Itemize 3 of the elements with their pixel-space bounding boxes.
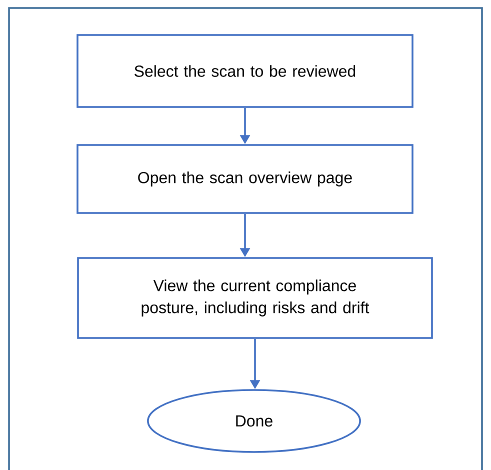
process-box: View the current compliance posture, including risks and drift	[77, 257, 433, 339]
process-box: Open the scan overview page	[76, 144, 414, 214]
process-box: Select the scan to be reviewed	[76, 34, 414, 108]
